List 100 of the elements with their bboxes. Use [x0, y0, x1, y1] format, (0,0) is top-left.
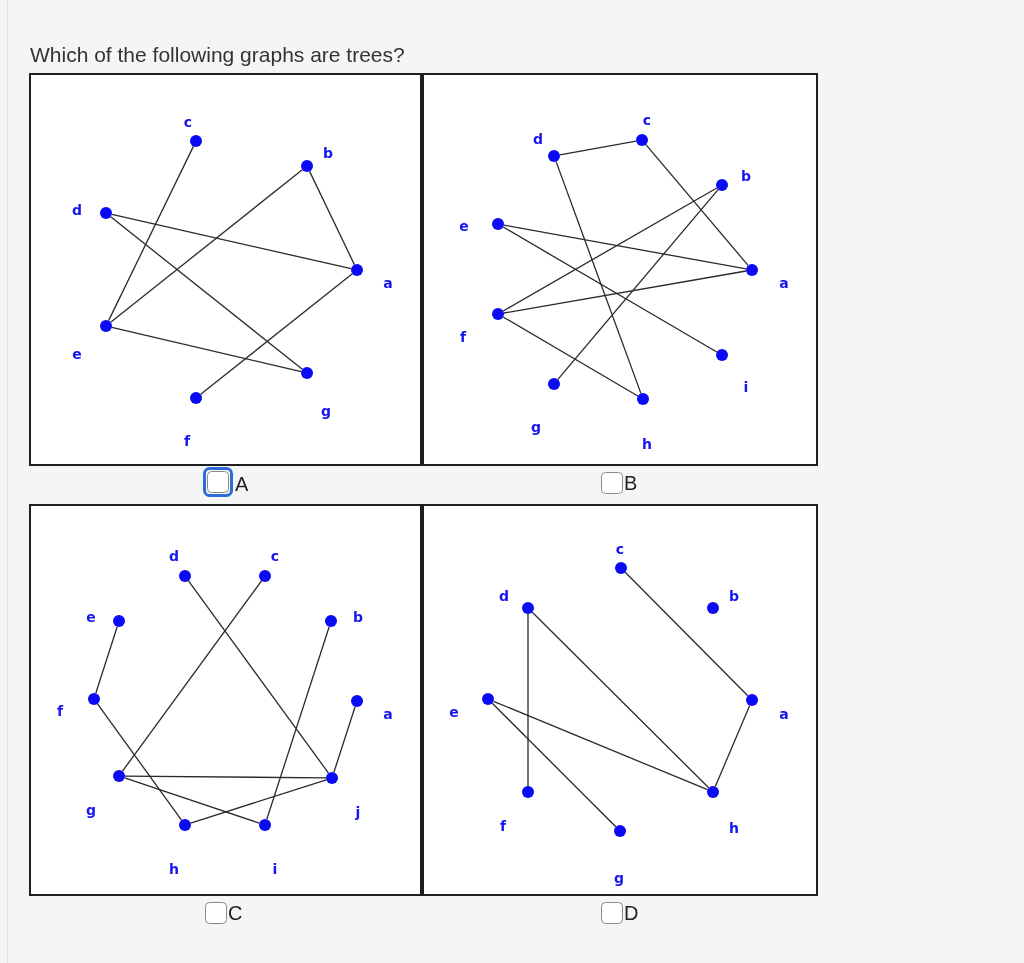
vertex-label: i [743, 379, 749, 395]
vertex-label: e [72, 346, 82, 362]
vertex-dot [190, 392, 202, 404]
edge-line [624, 571, 749, 697]
vertex-label: h [642, 436, 652, 452]
vertex-dot [482, 693, 494, 705]
vertex-dot [259, 819, 271, 831]
vertex-label: d [533, 131, 543, 147]
vertex-dot [636, 134, 648, 146]
edge-line [190, 779, 327, 824]
vertex-dot [707, 786, 719, 798]
vertex-label: c [615, 541, 625, 557]
vertex-dot [716, 179, 728, 191]
vertex-label: g [321, 403, 331, 419]
vertex-dot [637, 393, 649, 405]
edge-line [557, 188, 719, 381]
vertex-label: h [729, 820, 739, 836]
edge-line [333, 706, 356, 773]
edge-line [124, 775, 327, 779]
edge-line [645, 143, 749, 267]
edge-line [491, 702, 617, 828]
edge-line [714, 704, 751, 788]
vertex-dot [351, 264, 363, 276]
vertex-label: e [459, 218, 469, 234]
vertex-label: b [323, 145, 333, 161]
option-label: B [624, 472, 638, 494]
vertex-label: f [183, 433, 191, 449]
vertex-dot [179, 819, 191, 831]
option-label: C [228, 902, 243, 924]
vertex-label: j [355, 804, 361, 820]
vertex-label: e [86, 609, 96, 625]
edge-line [111, 326, 302, 373]
edge-line [95, 626, 118, 694]
vertex-dot [492, 218, 504, 230]
vertex-dot [746, 264, 758, 276]
vertex-dot [522, 602, 534, 614]
vertex-dot [325, 615, 337, 627]
vertex-dot [88, 693, 100, 705]
vertex-label: d [499, 588, 509, 604]
edge-line [187, 580, 330, 774]
graph-panel [422, 504, 818, 896]
vertex-label: a [779, 706, 789, 722]
vertex-dot [190, 135, 202, 147]
vertex-label: h [169, 861, 179, 877]
vertex-dot [492, 308, 504, 320]
edge-line [492, 700, 709, 791]
graph-panel [29, 504, 422, 896]
edge-line [96, 703, 183, 821]
vertex-label: d [169, 548, 179, 564]
edge-line [503, 224, 747, 270]
edge-line [110, 216, 303, 370]
edge-line [527, 613, 529, 787]
vertex-label: b [741, 168, 751, 184]
option-label: A [235, 473, 249, 495]
vertex-dot [100, 320, 112, 332]
vertex-dot [746, 694, 758, 706]
vertex-dot [548, 150, 560, 162]
vertex-dot [615, 562, 627, 574]
edge-line [121, 580, 263, 772]
vertex-dot [522, 786, 534, 798]
vertex-label: b [729, 588, 739, 604]
vertex-dot [113, 770, 125, 782]
vertex-label: c [183, 114, 193, 130]
vertex-label: g [86, 802, 96, 818]
vertex-label: e [449, 704, 459, 720]
vertex-dot [326, 772, 338, 784]
edge-line [559, 140, 637, 156]
edge-line [107, 145, 195, 322]
vertex-label: a [383, 275, 393, 291]
vertex-dot [179, 570, 191, 582]
edge-line [266, 626, 330, 820]
edge-line [200, 273, 353, 395]
vertex-label: d [72, 202, 82, 218]
edge-line [502, 187, 718, 312]
vertex-dot [301, 160, 313, 172]
vertex-dot [351, 695, 363, 707]
vertex-dot [614, 825, 626, 837]
vertex-dot [548, 378, 560, 390]
edge-line [555, 160, 642, 395]
vertex-label: f [459, 329, 467, 345]
vertex-label: f [499, 818, 507, 834]
vertex-dot [259, 570, 271, 582]
vertex-label: i [272, 861, 278, 877]
graph-panel [422, 73, 818, 466]
vertex-label: c [642, 112, 652, 128]
vertex-label: f [56, 703, 64, 719]
vertex-dot [707, 602, 719, 614]
vertex-label: a [383, 706, 393, 722]
vertex-dot [301, 367, 313, 379]
vertex-label: g [614, 870, 624, 886]
vertex-label: b [353, 609, 363, 625]
option-label: D [624, 902, 639, 924]
graph-panel [29, 73, 422, 466]
vertex-label: g [531, 419, 541, 435]
question-text: Which of the following graphs are trees? [30, 42, 405, 68]
edge-line [502, 226, 718, 353]
vertex-dot [113, 615, 125, 627]
edge-line [111, 213, 352, 270]
vertex-dot [100, 207, 112, 219]
edge-line [308, 170, 356, 266]
